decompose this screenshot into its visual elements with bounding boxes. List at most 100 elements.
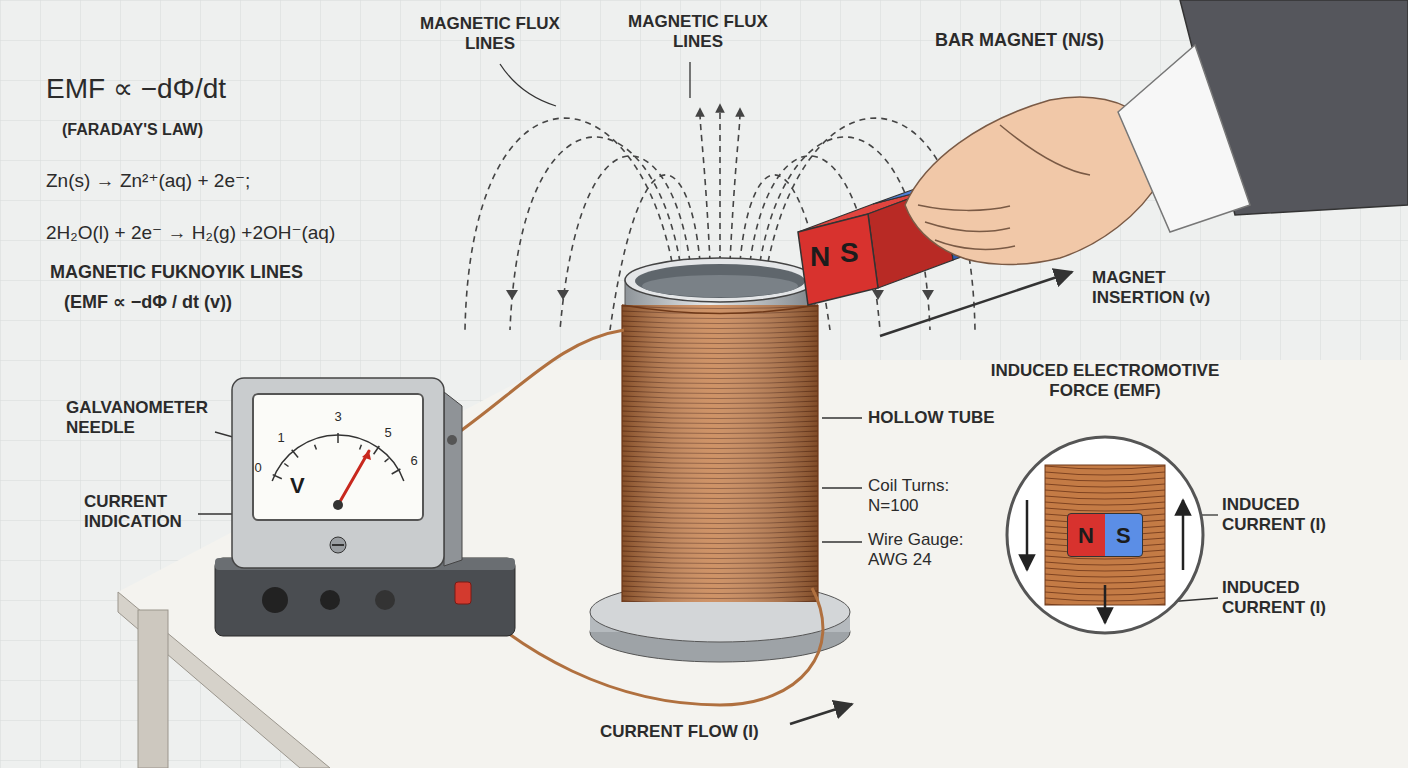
scale-number: 3 bbox=[334, 409, 341, 425]
tube-opening bbox=[625, 258, 815, 302]
inset-circle bbox=[1007, 437, 1203, 633]
magnet-label: BAR MAGNET (N/S) bbox=[935, 30, 1104, 52]
galvanometer bbox=[284, 464, 288, 467]
motion-label: MAGNET INSERTION (v) bbox=[1092, 268, 1242, 309]
galvanometer bbox=[215, 378, 515, 636]
scale-number: 1 bbox=[277, 430, 284, 446]
galvanometer bbox=[273, 433, 401, 479]
pole-letter: S bbox=[840, 236, 859, 270]
leader-lines bbox=[822, 541, 862, 542]
copper-coil bbox=[622, 305, 818, 602]
flux-arrowheads bbox=[506, 290, 518, 300]
galvanometer bbox=[360, 445, 362, 450]
inset-magnet: NS bbox=[1067, 513, 1143, 557]
pole-letter: V bbox=[290, 473, 305, 499]
magnet-face bbox=[798, 214, 878, 305]
formula-note: MAGNETIC FUKNOYIK LINES bbox=[50, 262, 303, 284]
leader-lines bbox=[198, 62, 1218, 606]
pole-letter: N bbox=[810, 240, 830, 274]
motion-arrows bbox=[880, 272, 1072, 336]
tube-label: HOLLOW TUBE bbox=[868, 408, 995, 428]
chemical-equation: Zn(s) → Zn²⁺(aq) + 2e⁻; bbox=[46, 170, 250, 193]
coil-spec: Wire Gauge: AWG 24 bbox=[868, 530, 993, 571]
galvanometer bbox=[455, 582, 471, 604]
galvanometer bbox=[330, 537, 346, 553]
formula-note: (EMF ∝ −dΦ / dt (v)) bbox=[64, 292, 232, 314]
flux-lines bbox=[700, 112, 710, 262]
copper-coil bbox=[622, 305, 818, 602]
galvanometer bbox=[332, 544, 344, 546]
galvanometer bbox=[333, 500, 343, 510]
hand bbox=[925, 222, 1010, 231]
table bbox=[138, 610, 168, 768]
inset-heading: INDUCED ELECTROMOTIVE FORCE (EMF) bbox=[960, 361, 1250, 402]
current-label: INDUCED CURRENT (I) bbox=[1222, 495, 1357, 536]
galvanometer bbox=[262, 587, 288, 613]
current-arrow bbox=[1026, 500, 1029, 570]
inset-coil bbox=[1045, 465, 1165, 605]
hand bbox=[918, 205, 1010, 210]
galvanometer bbox=[315, 445, 317, 450]
pole-letter: N bbox=[1078, 523, 1094, 549]
tube-opening bbox=[625, 258, 815, 302]
leader-lines bbox=[822, 487, 862, 488]
flux-arrowheads bbox=[557, 290, 569, 300]
galvanometer bbox=[362, 451, 371, 460]
copper-coil bbox=[622, 305, 818, 602]
galvanometer bbox=[320, 590, 340, 610]
scale-number: 5 bbox=[384, 425, 391, 441]
formula-caption: (FARADAY'S LAW) bbox=[62, 120, 203, 139]
galvanometer bbox=[337, 433, 339, 443]
chemical-equation: 2H₂O(l) + 2e⁻ → H₂(g) +2OH⁻(aq) bbox=[46, 222, 335, 245]
leader-lines bbox=[689, 62, 690, 98]
flux-arrowheads bbox=[922, 290, 934, 300]
galvanometer bbox=[444, 392, 462, 566]
copper-coil bbox=[622, 305, 818, 314]
needle-label: GALVANOMETER NEEDLE bbox=[66, 398, 216, 439]
current-label: CURRENT FLOW (I) bbox=[600, 722, 759, 742]
flux-label: MAGNETIC FLUX LINES bbox=[618, 12, 778, 53]
inset-circle: INDUCED ELECTROMOTIVE FORCE (EMF)NS bbox=[1005, 435, 1205, 635]
hand bbox=[1000, 125, 1090, 175]
motion-arrows bbox=[790, 704, 852, 724]
hand bbox=[935, 240, 1015, 249]
galvanometer-dial: V bbox=[252, 393, 424, 521]
galvanometer bbox=[292, 450, 298, 458]
current-arrow bbox=[1182, 500, 1185, 570]
galvanometer bbox=[273, 475, 282, 479]
wires bbox=[448, 330, 823, 705]
leader-lines bbox=[500, 64, 556, 106]
galvanometer bbox=[447, 435, 457, 445]
galvanometer bbox=[385, 459, 389, 462]
tube-opening bbox=[635, 264, 805, 298]
galvanometer bbox=[338, 451, 369, 505]
scale-number: 0 bbox=[254, 460, 261, 476]
galvanometer bbox=[375, 590, 395, 610]
galvanometer bbox=[392, 469, 401, 474]
galvanometer bbox=[374, 446, 380, 454]
hand bbox=[905, 0, 1408, 264]
copper-coil bbox=[622, 305, 818, 602]
wires bbox=[448, 330, 624, 440]
pole-letter: S bbox=[1116, 523, 1131, 549]
flux-lines bbox=[730, 112, 740, 262]
current-label: INDUCED CURRENT (I) bbox=[1222, 578, 1357, 619]
dial-label: CURRENT INDICATION bbox=[84, 492, 214, 533]
galvanometer bbox=[232, 378, 444, 568]
formula: EMF ∝ −dΦ/dt bbox=[46, 72, 226, 106]
scale-number: 6 bbox=[410, 453, 417, 469]
tube-opening bbox=[642, 275, 798, 297]
flux-lines bbox=[465, 108, 975, 330]
wires bbox=[466, 588, 823, 705]
magnet-face bbox=[790, 212, 885, 307]
galvanometer bbox=[215, 558, 515, 636]
flux-label: MAGNETIC FLUX LINES bbox=[420, 14, 560, 55]
hand bbox=[1118, 45, 1250, 232]
galvanometer bbox=[252, 393, 424, 521]
coil-spec: Coil Turns: N=100 bbox=[868, 476, 993, 517]
